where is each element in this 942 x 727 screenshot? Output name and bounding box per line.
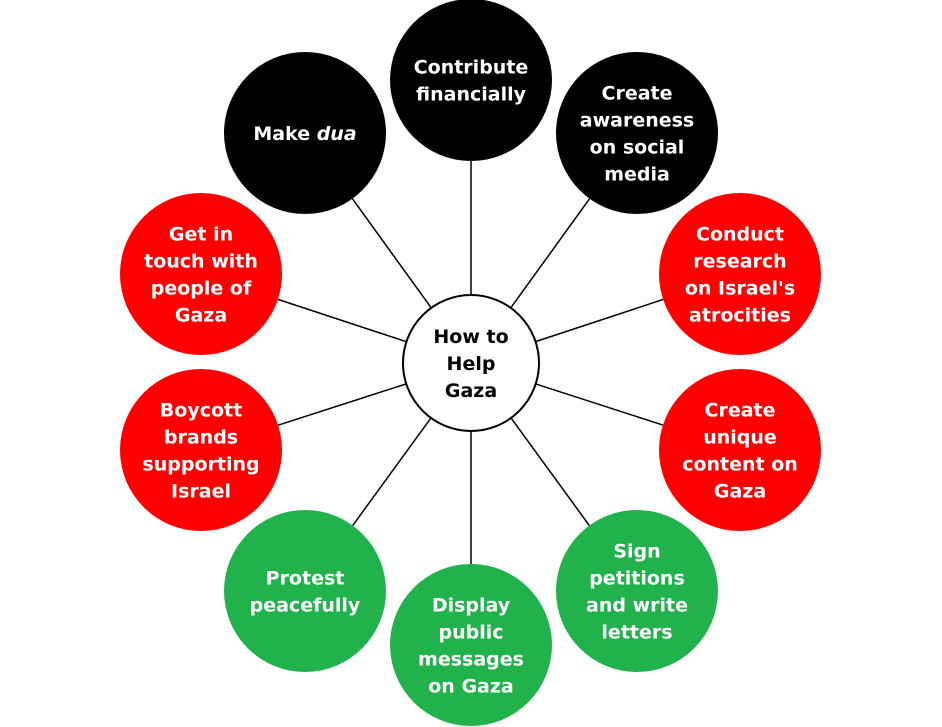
node-display-public-messages: Display public messages on Gaza — [390, 564, 552, 726]
hub-label-line: Help — [447, 353, 496, 375]
node-label-line: Protest — [266, 568, 345, 590]
node-label-line: unique — [703, 427, 777, 449]
node-label-line: research — [693, 251, 786, 273]
node-label: Make dua — [253, 123, 356, 145]
node-label-line: brands — [164, 427, 238, 449]
hub-circle — [402, 294, 540, 432]
node-circle — [659, 369, 821, 531]
hub-label-line: How to — [433, 326, 508, 348]
node-label-line: public — [438, 622, 503, 644]
node-label-line: media — [604, 164, 670, 186]
node-label-line: touch with — [144, 251, 258, 273]
connectors — [277, 161, 664, 564]
node-label-line: awareness — [580, 110, 694, 132]
node-label-line: supporting — [142, 454, 259, 476]
node-label-line: Contribute — [414, 57, 529, 79]
node-label-line: messages — [418, 649, 524, 671]
node-label-line: Create — [705, 400, 776, 422]
node-label-line: Boycott — [160, 400, 242, 422]
connector-sign-petitions — [510, 417, 590, 526]
node-circle — [390, 0, 552, 161]
node-conduct-research: Conduct research on Israel's atrocities — [659, 193, 821, 355]
node-label-line: Conduct — [696, 224, 784, 246]
connector-create-unique-content — [535, 383, 664, 426]
node-make-dua: Make dua — [224, 52, 386, 214]
node-label-line: financially — [416, 84, 527, 106]
node-label-line: atrocities — [689, 305, 791, 327]
node-label-line: Gaza — [714, 481, 766, 503]
node-label-line: on Israel's — [685, 278, 795, 300]
hub-label-line: Gaza — [445, 380, 497, 402]
node-label-line: on social — [590, 137, 685, 159]
node-circle — [556, 52, 718, 214]
node-create-unique-content: Create unique content on Gaza — [659, 369, 821, 531]
node-label-line: people of — [151, 278, 252, 300]
node-circle — [120, 193, 282, 355]
node-label-line: and write — [586, 595, 688, 617]
node-contribute-financially: Contribute financially — [390, 0, 552, 161]
connector-make-dua — [351, 198, 432, 309]
node-label-line: Israel — [171, 481, 231, 503]
node-circle — [556, 510, 718, 672]
connector-boycott-brands — [277, 383, 407, 426]
node-label-line: Get in — [169, 224, 233, 246]
node-label-line: Sign — [613, 541, 660, 563]
connector-get-in-touch — [277, 298, 407, 343]
node-circle — [224, 510, 386, 672]
node-sign-petitions: Sign petitions and write letters — [556, 510, 718, 672]
node-circle — [120, 369, 282, 531]
node-label-line: on Gaza — [428, 676, 514, 698]
node-label-line: peacefully — [250, 595, 361, 617]
node-label-line: Display — [432, 595, 511, 617]
node-get-in-touch: Get in touch with people of Gaza — [120, 193, 282, 355]
node-circle — [659, 193, 821, 355]
node-label-line: Gaza — [175, 305, 227, 327]
node-protest-peacefully: Protest peacefully — [224, 510, 386, 672]
connector-conduct-research — [535, 298, 664, 343]
node-label-line: petitions — [589, 568, 685, 590]
connector-protest-peacefully — [352, 417, 432, 526]
connector-create-awareness — [510, 198, 591, 309]
node-label-line: content on — [682, 454, 798, 476]
node-label-line: Create — [602, 83, 673, 105]
node-circle — [224, 52, 386, 214]
node-circle — [390, 564, 552, 726]
node-label-line: letters — [601, 622, 672, 644]
node-create-awareness: Create awareness on social media — [556, 52, 718, 214]
